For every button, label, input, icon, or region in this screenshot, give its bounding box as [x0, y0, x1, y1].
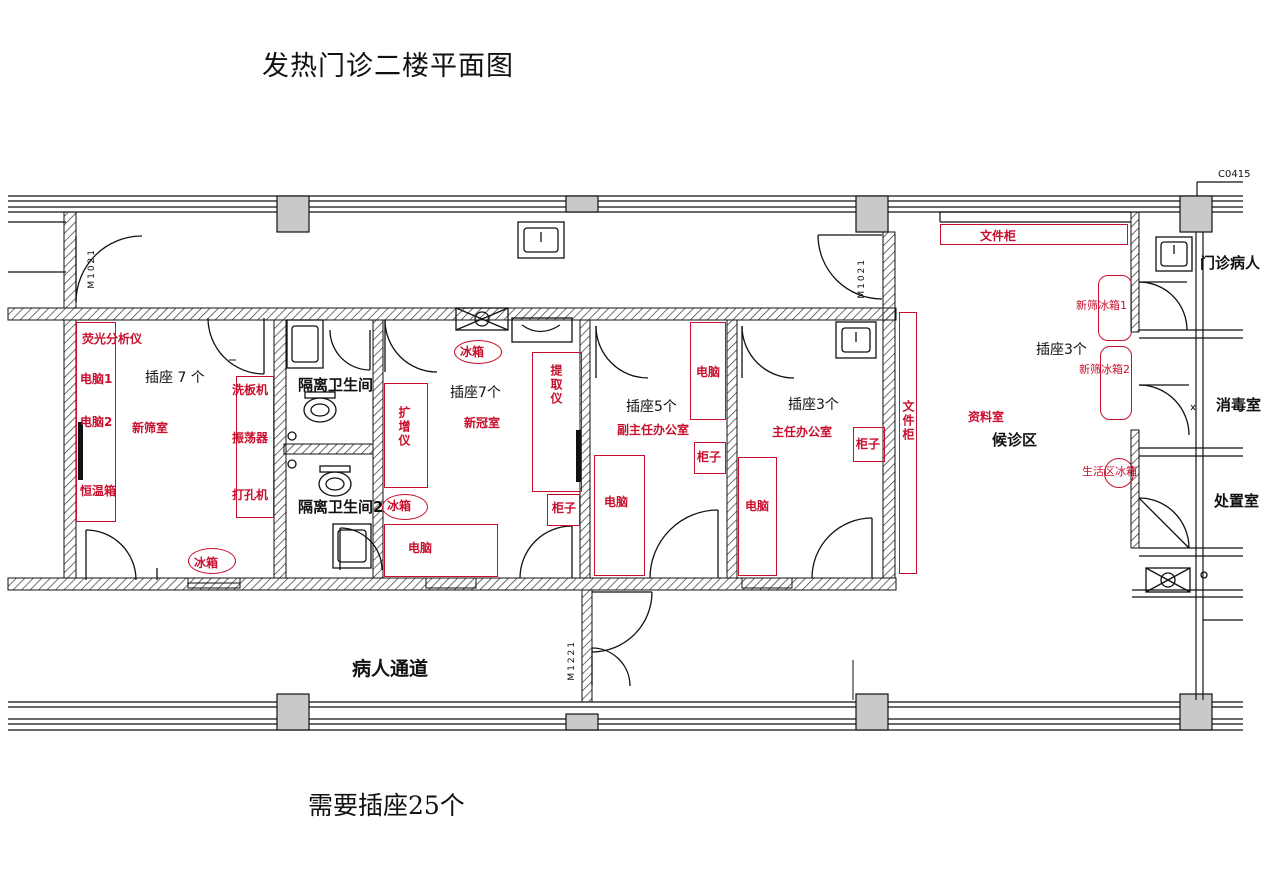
equipment-box-cabinet-deputy: [694, 442, 726, 474]
wall-bars: [78, 422, 581, 482]
label-cabinet-covid: 柜子: [552, 501, 577, 515]
equipment-box-fridge-new2: [1100, 346, 1132, 420]
label-file-cabinet-vertical: 文件柜: [901, 400, 915, 442]
label-file-cabinet-top: 文件柜: [980, 229, 1017, 243]
door-tag-m1021-right: M1021: [857, 258, 867, 299]
socket-count-director: 插座3个: [788, 397, 839, 413]
label-fridge-covid: 冰箱: [460, 345, 485, 359]
room-waiting-area: 候诊区: [992, 431, 1038, 449]
socket-count-deputy: 插座5个: [626, 399, 677, 415]
door-tag-m1221: M1221: [567, 640, 577, 681]
equipment-box-pc-covid: [384, 524, 498, 577]
equipment-circle-fridge-living: [1104, 458, 1134, 488]
equipment-box-extractor: [532, 352, 582, 492]
equipment-box-pc-director: [738, 457, 777, 576]
dash-marks: [229, 359, 1196, 700]
equipment-circle-fridge-covid: [454, 340, 502, 364]
label-computer-deputy: 电脑: [604, 495, 629, 509]
room-isolation-toilet-1: 隔离卫生间: [298, 376, 374, 394]
socket-count-screening: 插座 7 个: [145, 370, 205, 386]
equipment-box-cabinet-director: [853, 427, 885, 462]
socket-count-covid: 插座7个: [450, 385, 501, 401]
hatched-walls: [7, 211, 1140, 703]
equipment-box-pc-deputy-top: [690, 322, 726, 420]
equipment-box-washer-shaker: [236, 376, 274, 518]
room-outpatient: 门诊病人: [1200, 254, 1261, 272]
room-disinfection: 消毒室: [1216, 396, 1261, 414]
label-computer-deputy-top: 电脑: [696, 365, 721, 379]
room-archive: 资料室: [968, 410, 1005, 424]
page-title: 发热门诊二楼平面图: [262, 51, 514, 82]
label-amplifier: 扩增仪: [397, 406, 411, 448]
room-deputy-office: 副主任办公室: [617, 423, 690, 437]
socket-total-note: 需要插座25个: [308, 791, 465, 820]
room-covid-lab: 新冠室: [464, 416, 501, 430]
label-computer-covid: 电脑: [408, 541, 433, 555]
edge-code: C0415: [1218, 169, 1251, 180]
door-tag-m1021-left: M1021: [87, 248, 97, 289]
label-plate-washer: 洗板机: [232, 383, 269, 397]
room-isolation-toilet-2: 隔离卫生间2: [298, 498, 384, 516]
equipment-box-cabinet-covid: [547, 494, 580, 526]
label-fridge-new-1: 新筛冰箱1: [1076, 299, 1127, 312]
room-newborn-screening: 新筛室: [132, 421, 169, 435]
equipment-box-left-wall: [76, 322, 116, 522]
equipment-box-amplifier: [384, 383, 428, 488]
label-puncher: 打孔机: [232, 488, 269, 502]
bottom-exterior-wall: [8, 701, 1243, 731]
label-computer-2: 电脑2: [80, 415, 113, 429]
label-fridge-left: 冰箱: [194, 556, 219, 570]
equipment-circle-fridge-left: [188, 548, 236, 574]
equipment-box-file-cabinet-top: [940, 224, 1128, 245]
label-cabinet-director: 柜子: [856, 437, 881, 451]
label-fridge-new-2: 新筛冰箱2: [1079, 363, 1130, 376]
window-strips: [187, 577, 793, 589]
label-incubator: 恒温箱: [80, 484, 117, 498]
room-patient-corridor: 病人通道: [352, 658, 429, 680]
equipment-circle-fridge-covid2: [382, 494, 428, 520]
label-cabinet-deputy: 柜子: [697, 450, 722, 464]
equipment-box-file-cabinet-vertical: [899, 312, 917, 574]
label-fridge-covid2: 冰箱: [387, 499, 412, 513]
equipment-box-pc-deputy: [594, 455, 645, 576]
label-shaker: 振荡器: [232, 431, 269, 445]
right-structure-lines: [939, 181, 1243, 700]
label-computer-director: 电脑: [745, 499, 770, 513]
door-swings: [75, 234, 1190, 687]
label-fluorescence-analyzer: 荧光分析仪: [82, 332, 143, 346]
room-disposal: 处置室: [1214, 492, 1260, 510]
label-computer-1: 电脑1: [80, 372, 113, 386]
label-fridge-living: 生活区冰箱: [1082, 465, 1137, 478]
columns: [276, 195, 1213, 731]
equipment-box-fridge-new1: [1098, 275, 1132, 341]
toilet-fixtures: [287, 391, 352, 497]
label-extractor: 提取仪: [549, 364, 563, 406]
room-director-office: 主任办公室: [772, 425, 833, 439]
socket-count-archive: 插座3个: [1036, 342, 1087, 358]
sink-fixtures: [286, 221, 1208, 593]
